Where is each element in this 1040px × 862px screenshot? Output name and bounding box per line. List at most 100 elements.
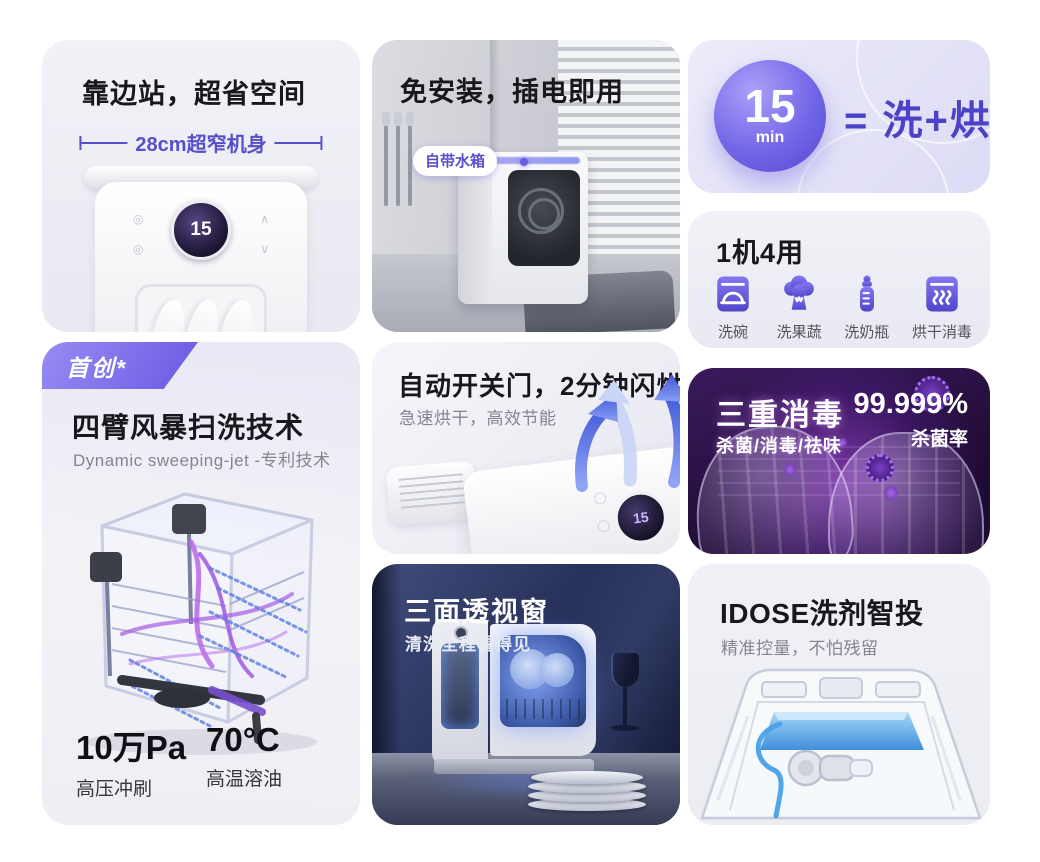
stat-label: 高温溶油 <box>206 769 283 790</box>
machine-display: 15 <box>611 488 670 547</box>
plate <box>531 771 643 784</box>
germ-particle <box>884 486 898 500</box>
card-four-uses: 1机4用 洗碗 洗果蔬 <box>688 211 990 348</box>
baby-bottle-icon <box>859 275 874 312</box>
machine-side-face <box>490 624 596 756</box>
timer-value: 15 <box>744 79 796 132</box>
plate <box>178 296 224 332</box>
stat-value: 70°C <box>206 721 280 758</box>
sterilize-icon <box>926 276 958 312</box>
use-label: 洗奶瓶 <box>844 324 890 341</box>
card-title: 免安装，插电即用 <box>400 77 624 107</box>
uses-row: 洗碗 洗果蔬 <box>712 273 972 342</box>
spray-tank-illustration <box>87 492 317 755</box>
card-subtitle: 急速烘干，高效节能 <box>399 409 557 428</box>
card-quick-wash: 15 min = 洗+烘 <box>688 40 990 193</box>
plate-stack <box>528 765 646 811</box>
wall-shadow <box>372 564 402 774</box>
dishwasher-icon <box>717 276 749 312</box>
utensil-rack <box>378 112 424 216</box>
tech-stats: 10万Pa 高压冲刷 70°C 高温溶油 <box>76 721 336 801</box>
touch-icon: ◎ <box>133 242 144 256</box>
broccoli-icon <box>784 275 815 310</box>
stat-label: 杀菌率 <box>910 429 968 450</box>
touch-icon <box>596 519 611 533</box>
card-title: 靠边站，超省空间 <box>82 79 306 109</box>
card-slim-body: 靠边站，超省空间 28cm超窄机身 ◎ ◎ ∧ ∨ 15 <box>42 40 360 332</box>
machine-base <box>434 759 594 774</box>
dimension-annotation: 28cm超窄机身 <box>79 128 323 157</box>
dishwasher <box>432 619 602 781</box>
glass-base <box>611 725 639 731</box>
card-title: 三重消毒 <box>716 399 844 432</box>
dimension-line <box>274 141 321 144</box>
card-title: IDOSE洗剂智投 <box>720 598 924 629</box>
basket-lines <box>506 699 580 719</box>
machine-front-face <box>432 619 488 765</box>
machine-window <box>135 284 267 332</box>
card-title: 三面透视窗 <box>404 597 549 627</box>
dimension-tick <box>320 135 323 150</box>
chevron-down-icon: ∨ <box>260 242 269 256</box>
card-triple-sterilize: 三重消毒 杀菌/消毒/祛味 99.999% 杀菌率 <box>688 368 990 554</box>
stat-temperature: 70°C 高温溶油 <box>206 721 336 801</box>
germ-particle <box>866 454 894 482</box>
first-of-kind-badge: 首创* <box>42 342 198 389</box>
card-no-install: 免安装，插电即用 自带水箱 <box>372 40 680 332</box>
camera-dot <box>454 626 468 640</box>
water-tank-badge: 自带水箱 <box>413 146 498 176</box>
timer-circle: 15 min <box>714 60 826 172</box>
card-sweeping-jet: 首创* 四臂风暴扫洗技术 Dynamic sweeping-jet -专利技术 <box>42 342 360 825</box>
use-item-produce: 洗果蔬 <box>777 273 822 342</box>
stat-pressure: 10万Pa 高压冲刷 <box>76 721 206 801</box>
dimension-label: 28cm超窄机身 <box>135 134 267 156</box>
use-label: 洗果蔬 <box>776 324 822 341</box>
glass-stem <box>623 687 627 725</box>
plate <box>528 780 646 793</box>
stat-value: 99.999% <box>853 388 969 420</box>
use-label: 烘干消毒 <box>911 324 972 341</box>
plate <box>212 296 258 332</box>
machine-display: 15 <box>171 200 231 260</box>
card-idose: IDOSE洗剂智投 精准控量，不怕残留 <box>688 564 990 825</box>
use-item-dishes: 洗碗 <box>712 273 754 342</box>
wine-glass <box>610 653 640 745</box>
touch-icon: ◎ <box>133 212 144 226</box>
use-label: 洗碗 <box>717 324 748 341</box>
chevron-up-icon: ∧ <box>260 212 269 226</box>
timer-unit: min <box>755 129 785 147</box>
front-window <box>441 643 479 729</box>
card-subtitle: 精准控量，不怕残留 <box>721 639 879 658</box>
plate <box>528 798 646 811</box>
stat-label: 高压冲刷 <box>76 779 153 800</box>
dishwasher-front: ◎ ◎ ∧ ∨ 15 <box>95 182 307 332</box>
steam-arrows <box>575 374 680 492</box>
germ-particle <box>784 464 796 476</box>
machine-window <box>508 170 580 266</box>
card-subtitle: 杀菌/消毒/祛味 <box>716 436 843 456</box>
glass-bowl <box>611 653 639 687</box>
card-subtitle: 清洗全程看得见 <box>405 635 531 654</box>
dosing-system-illustration <box>700 668 982 820</box>
plate <box>144 296 190 332</box>
card-title: 1机4用 <box>716 238 805 268</box>
bottle-silhouette <box>828 432 984 554</box>
side-window <box>500 635 586 727</box>
sterilize-rate: 99.999% 杀菌率 <box>854 388 969 451</box>
card-title: 四臂风暴扫洗技术 <box>72 412 305 443</box>
card-viewing-windows: 三面透视窗 清洗全程看得见 <box>372 564 680 825</box>
touch-icon <box>593 491 607 506</box>
plate <box>540 653 574 687</box>
dimension-tick <box>79 135 82 150</box>
stat-value: 10万Pa <box>76 729 187 766</box>
use-item-dry-sterilize: 烘干消毒 <box>912 273 972 342</box>
germ-particle <box>838 438 847 447</box>
use-item-bottles: 洗奶瓶 <box>844 273 889 342</box>
dimension-line <box>81 141 128 144</box>
dishwasher <box>458 152 588 304</box>
card-title: 自动开关门，2分钟闪烘 <box>398 371 680 401</box>
badge-pointer-dot <box>520 158 528 166</box>
card-subtitle: Dynamic sweeping-jet -专利技术 <box>73 451 331 470</box>
card-auto-door: 自动开关门，2分钟闪烘 急速烘干，高效节能 15 <box>372 342 680 554</box>
plate <box>528 789 646 802</box>
